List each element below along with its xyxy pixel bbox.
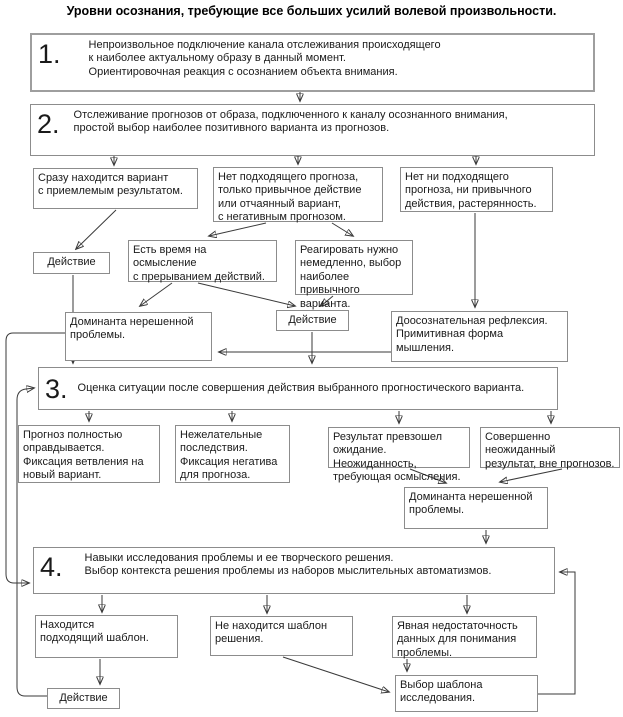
diagram-title: Уровни осознания, требующие все больших … <box>66 4 557 18</box>
arrow-dominant1-to-level4 <box>5 332 65 583</box>
level-2-box: 2. Отслеживание прогнозов от образа, под… <box>30 104 595 156</box>
node-no-suitable-forecast: Нет подходящего прогноза, только привычн… <box>213 167 383 223</box>
level-4-text: Навыки исследования проблемы и ее творче… <box>84 552 492 578</box>
node-variant-found: Сразу находится вариант с приемлемым рез… <box>33 168 198 209</box>
node-template-found: Находится подходящий шаблон. <box>35 615 178 658</box>
node-forecast-confirmed: Прогноз полностью оправдывается. Фиксаци… <box>18 425 160 483</box>
level-3-text: Оценка ситуации после совершения действи… <box>77 381 525 394</box>
arrow-d4-to-dominant2 <box>500 468 563 482</box>
node-react-immediately: Реагировать нужно немедленно, выбор наиб… <box>295 240 413 310</box>
node-insufficient-data: Явная недостаточность данных для пониман… <box>392 616 537 659</box>
action-box-1: Действие <box>33 252 110 274</box>
level-3-number: 3. <box>45 374 68 404</box>
arrow-e2-to-choose <box>282 656 389 692</box>
arrow-d3-to-dominant2 <box>409 468 446 483</box>
level-1-text: Непроизвольное подключение канала отслеж… <box>88 39 441 78</box>
level-4-number: 4. <box>40 552 63 582</box>
node-unexpected-result: Совершенно неожиданный результат, вне пр… <box>480 427 620 470</box>
arrow-b1-to-dominant1 <box>140 282 173 306</box>
arrow-a2-to-b1 <box>209 222 267 236</box>
action-box-3: Действие <box>47 688 120 709</box>
level-4-box: 4. Навыки исследования проблемы и ее тво… <box>33 547 555 594</box>
node-no-forecast-no-habit: Нет ни подходящего прогноза, ни привычно… <box>400 167 553 212</box>
level-2-number: 2. <box>37 109 60 139</box>
node-preconscious-reflection: Доосознательная рефлексия. Примитивная ф… <box>391 311 568 362</box>
action-box-2: Действие <box>276 310 349 331</box>
node-result-exceeded: Результат превзошел ожидание. Неожиданно… <box>328 427 470 483</box>
level-2-text: Отслеживание прогнозов от образа, подклю… <box>73 109 508 135</box>
arrow-b1-to-action2 <box>197 282 295 306</box>
arrow-choose-to-level4 <box>538 572 576 695</box>
arrow-a2-to-b2 <box>331 222 353 236</box>
node-template-not-found: Не находится шаблон решения. <box>210 616 353 656</box>
level-1-box: 1. Непроизвольное подключение канала отс… <box>30 33 595 92</box>
arrow-a1-to-action1 <box>76 209 117 249</box>
node-undesired-consequences: Нежелательные последствия. Фиксация нега… <box>175 425 290 483</box>
node-research-template-choice: Выбор шаблона исследования. <box>395 675 538 712</box>
node-unsolved-dominant-2: Доминанта нерешенной проблемы. <box>404 487 548 529</box>
level-1-number: 1. <box>38 39 61 69</box>
node-time-to-comprehend: Есть время на осмысление с прерыванием д… <box>128 240 277 283</box>
node-unsolved-dominant-1: Доминанта нерешенной проблемы. <box>65 312 212 361</box>
arrow-action3-to-level3 <box>16 388 47 697</box>
arrow-b2-to-action2 <box>321 295 334 306</box>
level-3-box: 3. Оценка ситуации после совершения дейс… <box>38 367 558 410</box>
